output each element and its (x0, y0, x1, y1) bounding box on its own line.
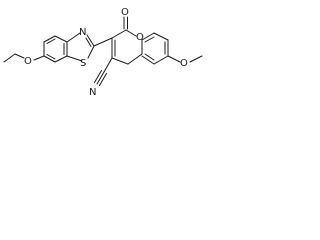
bond-ring-to-ethoxy-oxygen (33, 55, 45, 61)
atom-label-ring-oxygen: O (136, 32, 144, 43)
coumarin-benzene-ring (141, 32, 169, 65)
pyrone-ring (93, 29, 143, 65)
atom-label-nitrile-nitrogen: N (89, 87, 96, 98)
atom-label-thiazole-nitrogen: N (79, 27, 86, 38)
thiazole-ring (66, 32, 95, 62)
methyl-bond (189, 55, 203, 63)
atom-label-carbonyl-oxygen: O (121, 7, 129, 18)
nitrile-triple-bond (94, 57, 113, 86)
benzothiazole-benzene-ring (43, 35, 68, 63)
atom-label-thiazole-sulfur: S (80, 58, 86, 69)
carbonyl-bond (123, 16, 128, 30)
molecule-drawing: O S N O O O N (3, 7, 203, 98)
atom-label-methoxy-oxygen: O (180, 58, 188, 69)
bond-ring-to-methoxy-oxygen (167, 55, 181, 63)
ethyl-group (3, 53, 25, 63)
atom-label-ethoxy-oxygen: O (24, 56, 32, 67)
structure-diagram: O S N O O O N (0, 0, 234, 98)
